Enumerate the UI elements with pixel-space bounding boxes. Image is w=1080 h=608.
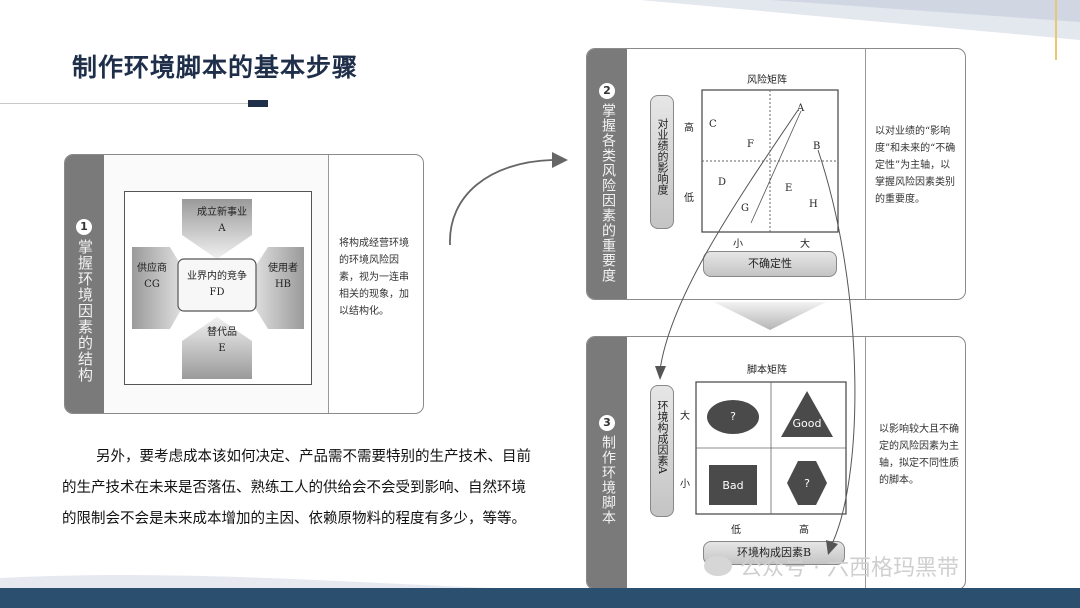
impact-high-label: 高 [684,123,694,134]
flow-arrow [449,152,568,246]
scenario-matrix-grid [695,381,847,515]
panel2-note: 以对业绩的“影响度”和未来的“不确定性”为主轴，以掌握风险因素类别的重要度。 [875,126,956,205]
scenario-matrix-title: 脚本矩阵 [747,365,787,376]
risk-D: D [718,177,727,188]
uncertainty-small-label: 小 [733,239,743,250]
panel3-note: 以影响较大且不确定的风险因素为主轴，拟定不同性质的脚本。 [879,424,959,486]
panel1-note: 将构成经营环境的环境风险因素，视为一连串相关的现象，加以结构化。 [339,238,409,317]
impact-low-label: 低 [684,193,694,204]
scenario-unknown-2: ? [804,477,810,490]
risk-F: F [747,139,754,150]
wechat-logo-icon [704,556,732,576]
step-number-2: 2 [599,83,615,99]
panel2-side-label: 掌握各类风险因素的重要度 [600,103,616,283]
factor-a-small-label: 小 [680,479,690,490]
panel3-divider [865,337,866,589]
panel3-sidebar: 3 制作环境脚本 [587,337,627,589]
scenario-unknown-1: ? [730,410,736,423]
risk-E: E [785,183,793,194]
step-number-1: 1 [76,219,92,235]
risk-G: G [741,203,749,214]
down-chevron [714,302,826,330]
body-paragraph: 另外，要考虑成本该如何决定、产品需不需要特别的生产技术、目前的生产技术在未来是否… [62,449,531,527]
step-number-3: 3 [599,415,615,431]
factor-b-high-label: 高 [799,525,809,536]
title-underline [0,103,248,104]
factor-a-large-label: 大 [680,411,690,422]
title-accent-bar [248,100,268,107]
factor-b-low-label: 低 [731,525,741,536]
panel1-side-label: 掌握环境因素的结构 [76,239,94,383]
footer-band [0,588,1080,608]
impact-axis-label: 对业绩的影响度 [650,95,674,229]
uncertainty-large-label: 大 [800,239,810,250]
uncertainty-axis-label: 不确定性 [703,251,837,277]
scenario-good: Good [792,417,822,430]
panel3-side-label: 制作环境脚本 [600,435,616,525]
panel2-sidebar: 2 掌握各类风险因素的重要度 [587,49,627,299]
panel1-divider [328,155,329,413]
panel2-divider [865,49,866,299]
factor-a-axis-label: 环境构成因素A [650,385,674,517]
panel1-sidebar: 1 掌握环境因素的结构 [65,155,104,413]
corner-decoration [640,0,1080,60]
risk-B: B [813,141,821,152]
connector-arrows [655,109,856,555]
page-title: 制作环境脚本的基本步骤 [72,53,359,82]
risk-matrix-title: 风险矩阵 [747,75,787,86]
risk-matrix-grid [701,89,839,233]
risk-A: A [797,103,805,114]
panel-risk-matrix: 2 掌握各类风险因素的重要度 风险矩阵 对业绩的影响度 高 低 A B C F … [586,48,966,300]
risk-C: C [709,119,717,130]
watermark: 公众号 · 六西格玛黑带 [740,556,959,581]
scenario-bad: Bad [722,479,744,492]
five-forces-arrows [132,199,304,379]
factor-b-axis-label: 环境构成因素B [703,541,845,565]
bottom-wave [0,575,560,590]
risk-H: H [809,199,818,210]
